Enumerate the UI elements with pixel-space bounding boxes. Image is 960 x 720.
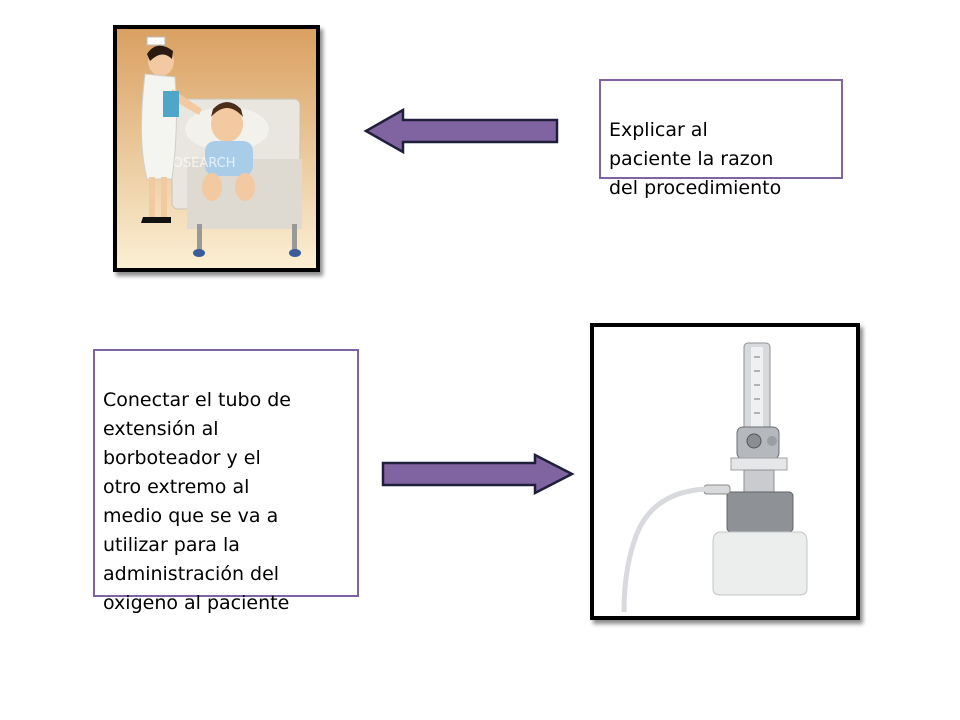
- step2-textbox: Conectar el tubo de extensión al borbote…: [93, 349, 359, 614]
- step1-text: Explicar al paciente la razon del proced…: [609, 119, 782, 199]
- step1-textbox: Explicar al paciente la razon del proced…: [599, 79, 843, 199]
- oxygen-humidifier-image: [590, 323, 860, 620]
- right-arrow-shape: [381, 453, 575, 495]
- step2-text: Conectar el tubo de extensión al borbote…: [103, 389, 291, 614]
- left-arrow-shape: [363, 108, 559, 154]
- nurse-patient-image: FOTOSEARCH: [113, 25, 320, 272]
